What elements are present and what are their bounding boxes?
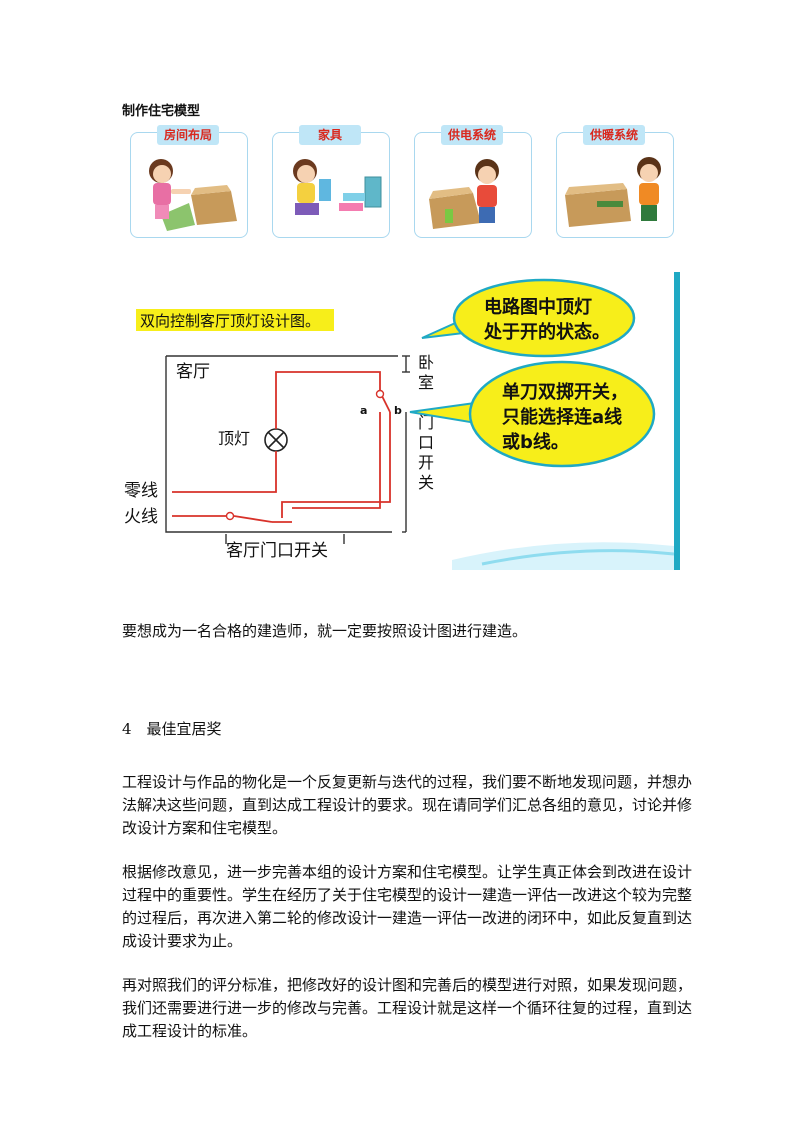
speech-bubble-switch: 单刀双掷开关， 只能选择连a线 或b线。 [409,360,656,468]
svg-text:或b线。: 或b线。 [502,431,569,453]
card-label: 供暖系统 [583,125,645,145]
girl-with-boxes-illustration [149,159,237,231]
svg-text:卧: 卧 [418,353,434,372]
card-furniture: 家具 [272,125,390,238]
boy-wiring-box-illustration [429,159,499,229]
card-label: 房间布局 [157,125,219,145]
live-wire-label: 火线 [124,507,158,527]
speech-bubble-lamp-state: 电路图中顶灯 处于开的状态。 [421,278,636,358]
terminal-a-label: a [360,404,367,417]
wiring [172,371,391,523]
card-heating-system: 供暖系统 [556,125,674,238]
card-room-layout: 房间布局 [130,125,248,238]
boy-heating-box-illustration [565,157,661,227]
svg-text:门: 门 [418,413,434,432]
girl-making-furniture-illustration [293,159,382,215]
svg-text:只能选择连a线: 只能选择连a线 [502,406,622,428]
card-label: 供电系统 [441,125,503,145]
paragraph-evaluation: 再对照我们的评分标准，把修改好的设计图和完善后的模型进行对照，如果发现问题，我们… [122,976,693,1040]
svg-text:单刀双掷开关，: 单刀双掷开关， [502,381,628,403]
paragraph-iteration: 工程设计与作品的物化是一个反复更新与迭代的过程，我们要不断地发现问题，并想办法解… [122,773,693,837]
card-label: 家具 [299,125,361,145]
card-power-system: 供电系统 [414,125,532,238]
accent-strip [674,272,680,570]
side-switch-label: 卧 室 门 口 开 关 [418,353,434,492]
neutral-wire-label: 零线 [124,481,158,501]
caption-highlight [136,309,334,331]
circuit-diagram: 双向控制客厅顶灯设计图。 客厅 顶灯 a b 零线 火线 客厅门口开关 卧 室 … [122,272,680,570]
section-title: 制作住宅模型 [122,104,201,119]
section-heading: 4 最佳宜居奖 [122,720,222,738]
room-label: 客厅 [176,362,210,382]
lamp-label: 顶灯 [218,429,250,448]
terminal-b-label: b [394,404,402,417]
svg-text:电路图中顶灯: 电路图中顶灯 [484,296,592,318]
svg-text:室: 室 [418,373,434,392]
diagram-caption: 双向控制客厅顶灯设计图。 [140,312,320,330]
svg-text:开: 开 [418,453,434,472]
paragraph-improvement: 根据修改意见，进一步完善本组的设计方案和住宅模型。让学生真正体会到改进在设计过程… [122,863,693,950]
svg-text:处于开的状态。: 处于开的状态。 [483,321,610,343]
paragraph-intro: 要想成为一名合格的建造师，就一定要按照设计图进行建造。 [122,622,528,640]
svg-text:关: 关 [418,473,434,492]
bottom-switch-label: 客厅门口开关 [226,541,328,561]
svg-text:口: 口 [418,433,434,452]
room-outline [165,356,392,533]
